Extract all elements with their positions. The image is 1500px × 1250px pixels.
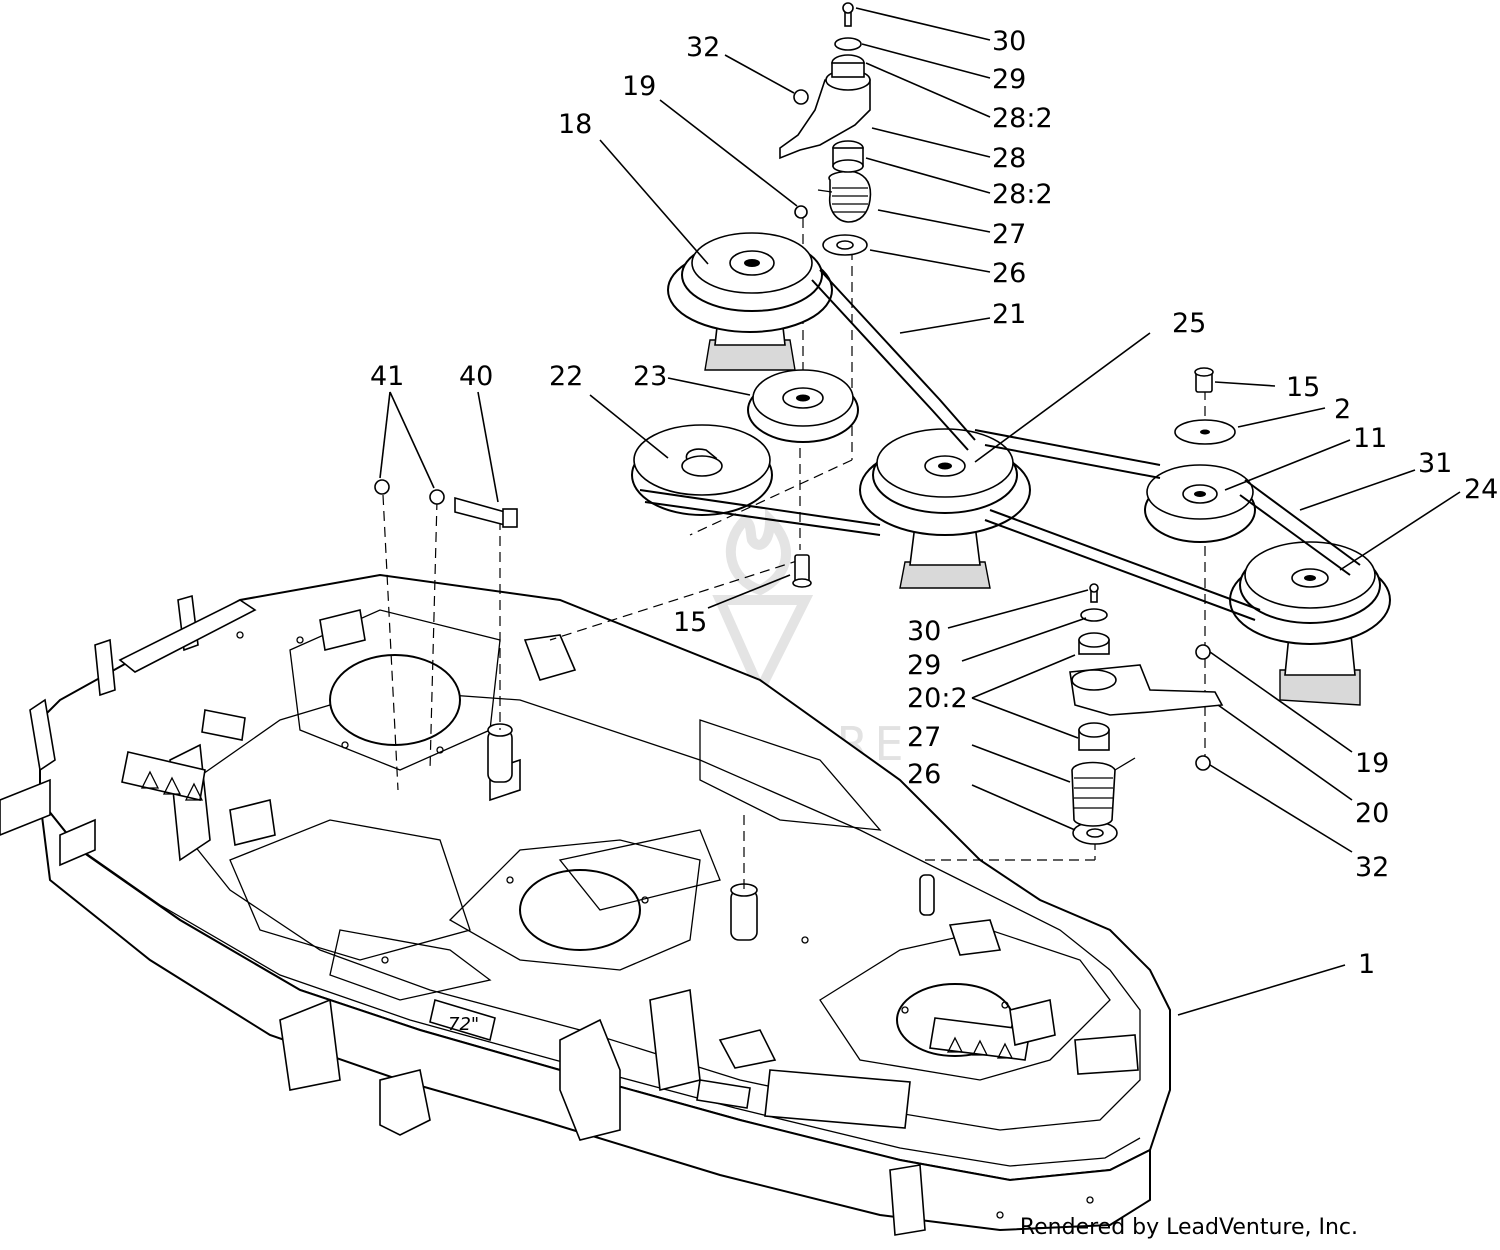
callout-23: 23: [633, 361, 667, 392]
callout-20: 20: [1355, 798, 1389, 829]
spindle-pulley-center: [859, 428, 1031, 589]
callout-1: 1: [1358, 949, 1375, 980]
callout-19-top: 19: [622, 71, 656, 102]
spindle-pulley-left: [667, 232, 833, 371]
callout-32-bottom: 32: [1355, 852, 1389, 883]
callout-labels: 30 29 28:2 28 28:2 27 26 21 32 19 18 22 …: [370, 26, 1498, 980]
callout-22: 22: [549, 361, 583, 392]
callout-29-bottom: 29: [907, 650, 941, 681]
callout-28-2-mid: 28:2: [992, 179, 1053, 210]
idler-pulley-11: [1144, 464, 1256, 543]
callout-15-right: 15: [1286, 372, 1320, 403]
callout-28-2-top: 28:2: [992, 103, 1053, 134]
idler-pulley-23: [747, 369, 859, 443]
callout-40: 40: [459, 361, 493, 392]
callout-25: 25: [1172, 308, 1206, 339]
callout-29-top: 29: [992, 64, 1026, 95]
callout-31: 31: [1418, 448, 1452, 479]
callout-28: 28: [992, 143, 1026, 174]
callout-15-left: 15: [673, 607, 707, 638]
callout-27-bottom: 27: [907, 722, 941, 753]
pulley-22: [631, 424, 773, 516]
callout-27-top: 27: [992, 219, 1026, 250]
callout-20-2: 20:2: [907, 683, 968, 714]
belts: [639, 269, 1361, 621]
callout-30-top: 30: [992, 26, 1026, 57]
leader-lines: [379, 7, 1461, 1016]
svg-text:72": 72": [448, 1014, 479, 1035]
mower-deck: 72": [0, 573, 1171, 1236]
callout-2: 2: [1334, 394, 1351, 425]
callout-26-bottom: 26: [907, 759, 941, 790]
callout-32-top: 32: [686, 32, 720, 63]
idler-arm-top: [779, 2, 872, 256]
spindle-pulley-right: [1229, 541, 1391, 706]
callout-11: 11: [1353, 423, 1387, 454]
idler-arm-bottom: [1069, 583, 1224, 845]
callout-41: 41: [370, 361, 404, 392]
callout-30-bottom: 30: [907, 616, 941, 647]
hardware: [374, 367, 1236, 771]
render-credit: Rendered by LeadVenture, Inc.: [1019, 1215, 1358, 1240]
callout-24: 24: [1464, 474, 1498, 505]
callout-18: 18: [558, 109, 592, 140]
callout-19-bottom: 19: [1355, 748, 1389, 779]
callout-26-top: 26: [992, 258, 1026, 289]
callout-21: 21: [992, 299, 1026, 330]
